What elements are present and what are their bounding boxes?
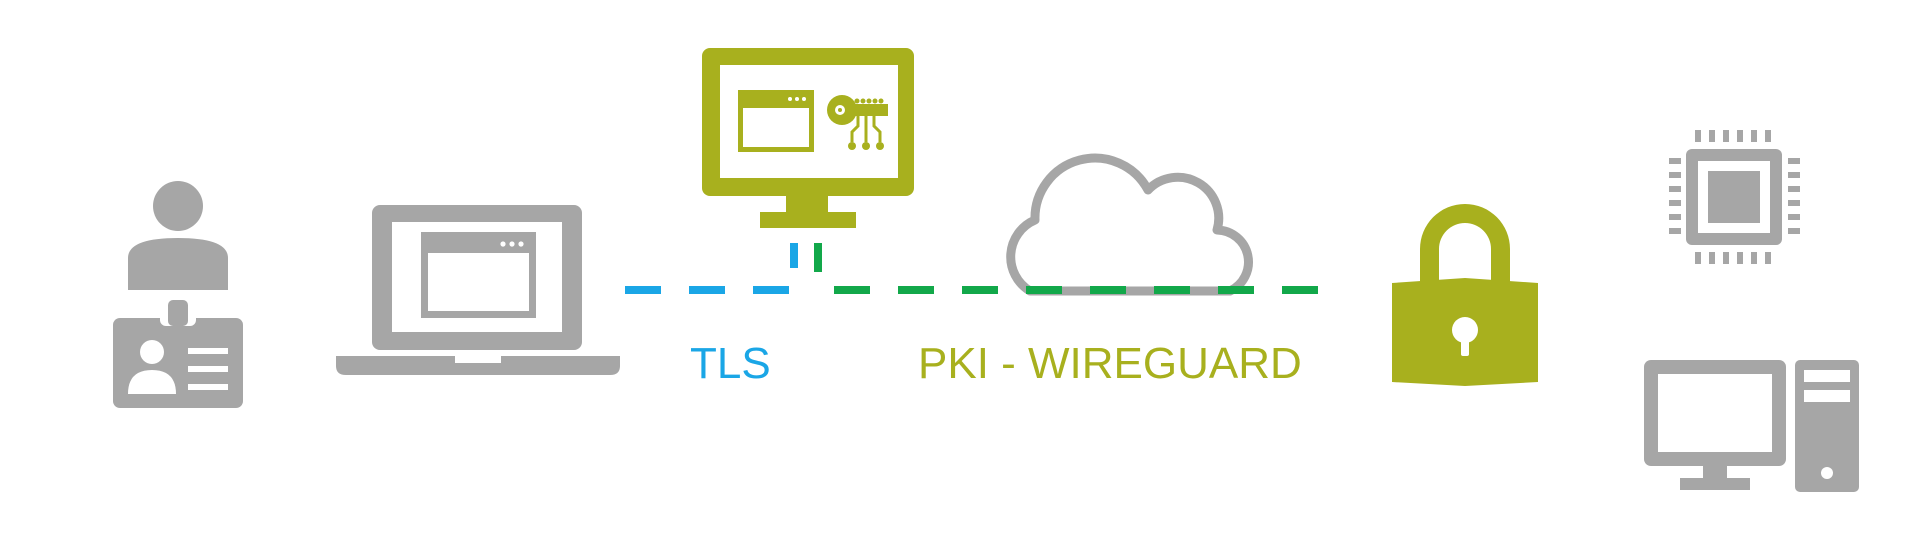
cpu-chip-icon xyxy=(1669,130,1800,264)
wireguard-connection-line xyxy=(814,243,1320,294)
cloud-icon xyxy=(1006,153,1253,296)
pki-server-monitor-icon xyxy=(702,48,914,228)
tls-label: TLS xyxy=(690,339,771,388)
tls-connection-line xyxy=(625,243,800,294)
laptop-icon xyxy=(336,205,620,375)
padlock-icon xyxy=(1392,204,1538,386)
user-badge-icon xyxy=(113,181,243,408)
desktop-computer-icon xyxy=(1644,360,1859,492)
pki-wireguard-label: PKI - WIREGUARD xyxy=(918,339,1302,388)
